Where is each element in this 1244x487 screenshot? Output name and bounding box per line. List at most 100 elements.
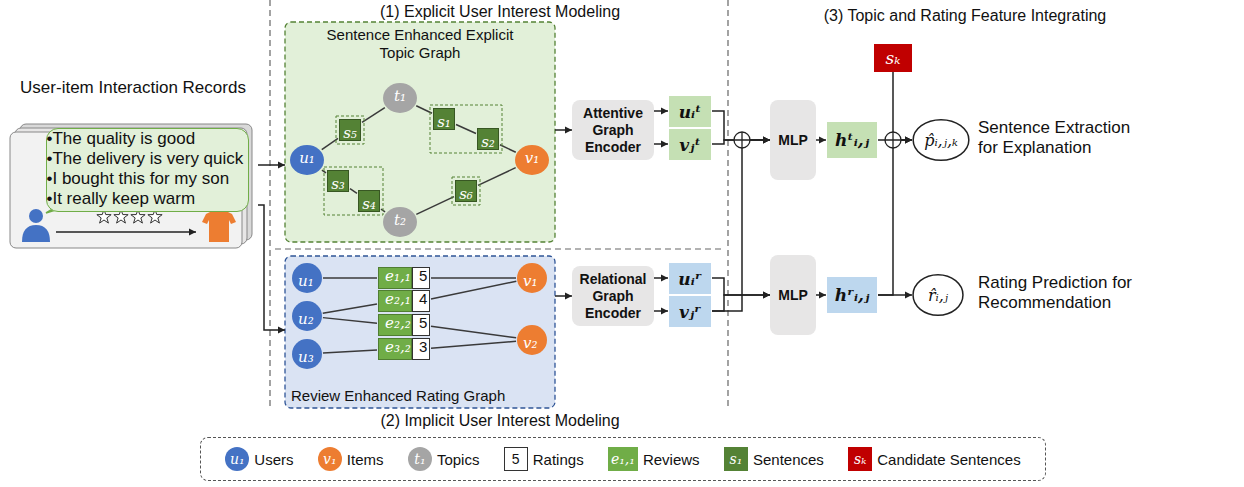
text-holder: •The quality is good•The delivery is ver…: [47, 129, 248, 209]
legend-symbol: e₁,₁: [611, 451, 635, 467]
node-label: u₁: [295, 149, 319, 167]
text-holder: 4: [419, 290, 427, 308]
text-holder: s₂: [480, 133, 496, 151]
concat-symbol: [885, 132, 901, 148]
rating-box: 5: [412, 267, 430, 289]
text-holder: sₖ: [886, 48, 901, 68]
output-caption: Sentence Extraction for Explanation: [978, 118, 1153, 158]
legend-sample: t₁: [408, 447, 432, 471]
user-body: [22, 225, 50, 242]
node-label: u₁: [298, 272, 314, 290]
review-box: e₁,₁: [378, 267, 412, 289]
flow-arrow: [654, 110, 668, 112]
output-node: r̂ᵢ,ⱼ: [912, 273, 964, 317]
legend-sample: s₁: [724, 447, 748, 471]
rating-graph: Review Enhanced Rating Graphu₁e₁,₁5v₁u₂e…: [285, 256, 555, 408]
legend-sample: e₁,₁: [608, 447, 638, 471]
topic-vector: uᵢᵗ: [668, 95, 712, 128]
text-holder: e₁,₁: [385, 267, 411, 285]
mlp-box: MLP: [770, 100, 816, 180]
node-label: v₁: [520, 149, 544, 167]
user-node: u₁: [290, 145, 324, 175]
legend-item: t₁Topics: [408, 447, 480, 471]
text-holder: hʳᵢ,ⱼ: [835, 285, 870, 305]
text-holder: Relational Graph Encoder: [575, 271, 651, 322]
graph-link: [456, 124, 476, 133]
outline: [292, 263, 322, 293]
review-sentence: •It really keep warm: [47, 189, 248, 209]
section-heading: (3) Topic and Rating Feature Integrating: [760, 6, 1170, 25]
flow-arrow: [878, 294, 912, 296]
node-label: 5: [419, 314, 427, 332]
node-label: Attentive Graph Encoder: [575, 105, 651, 156]
text-holder: u₁: [295, 149, 319, 167]
outline: [290, 145, 324, 175]
legend-box: u₁Usersv₁Itemst₁Topics5Ratingse₁,₁Review…: [200, 437, 1046, 481]
output-node: p̂ᵢ,ⱼ,ₖ: [912, 118, 970, 162]
text-holder: uᵢᵗ: [679, 102, 702, 122]
graph-link: [478, 168, 516, 186]
graph-link: [416, 197, 454, 215]
candidate-box: sₖ: [874, 44, 912, 72]
legend-symbol: s₁: [730, 451, 743, 467]
rating-vector: uᵢʳ: [668, 262, 712, 295]
text-holder: p̂ᵢ,ⱼ,ₖ: [924, 131, 958, 150]
text-holder: v₁: [523, 272, 538, 290]
node-label: v₁: [523, 272, 538, 290]
user-node: u₃: [292, 339, 322, 369]
graph-link: [431, 277, 516, 279]
graph-link: [431, 281, 516, 299]
text-holder: e₂,₁: [385, 290, 411, 308]
graph-link: [323, 350, 377, 353]
node-label: s₄: [361, 195, 377, 213]
sentence-group: [452, 177, 480, 205]
text-holder: User-item Interaction Records: [8, 78, 258, 98]
record-cards: [10, 124, 252, 248]
node-label: v₂: [523, 334, 538, 352]
sentence-box: s₂: [477, 128, 499, 150]
rating-box: 5: [412, 314, 430, 336]
node-label: e₂,₂: [385, 314, 411, 332]
legend-text: Reviews: [643, 451, 700, 468]
node-label: hʳᵢ,ⱼ: [835, 285, 870, 305]
flow-arrow: [654, 143, 668, 145]
sentence-group: [430, 105, 502, 153]
node-label: e₁,₁: [385, 267, 411, 285]
text-holder: s₁: [436, 113, 452, 131]
text-holder: MLP: [778, 287, 808, 304]
text-holder: vⱼʳ: [679, 302, 701, 322]
node-label: u₂: [298, 310, 314, 328]
sentence-group: [324, 167, 383, 215]
concat-symbol: [734, 132, 750, 148]
review-sentence: •I bought this for my son: [47, 169, 248, 189]
flow-arrow: [712, 295, 770, 311]
flow-arrow: [712, 140, 770, 311]
graph-panel: [285, 22, 555, 242]
outline: [292, 339, 322, 369]
flow-arrow: [878, 140, 912, 295]
outline: [292, 301, 322, 331]
text-holder: t₁: [388, 87, 412, 105]
legend-text: Candidate Sentences: [877, 451, 1020, 468]
legend-item: e₁,₁ Reviews: [608, 447, 700, 471]
legend-sample: v₁: [318, 447, 342, 471]
text-holder: e₂,₂: [385, 314, 411, 332]
node-label: uᵢʳ: [678, 269, 701, 289]
flow-arrow: [258, 205, 285, 330]
user-icon: [22, 209, 50, 242]
record-stack: User-item Interaction Records •The qualit…: [8, 78, 258, 248]
review-box: e₂,₁: [378, 290, 412, 312]
outline: [913, 120, 969, 160]
node-label: uᵢᵗ: [679, 102, 702, 122]
outline: [517, 325, 547, 355]
user-head: [29, 209, 43, 223]
sentence-box: s₆: [455, 180, 477, 202]
node-label: u₃: [298, 348, 314, 366]
panel-title: Sentence Enhanced Explicit Topic Graph: [315, 26, 525, 62]
item-node: v₁: [517, 263, 547, 293]
graph-backgrounds: [285, 22, 555, 408]
rating-vector: hʳᵢ,ⱼ: [826, 276, 878, 314]
node-label: s₃: [330, 175, 346, 193]
node-label: sₖ: [886, 48, 901, 68]
